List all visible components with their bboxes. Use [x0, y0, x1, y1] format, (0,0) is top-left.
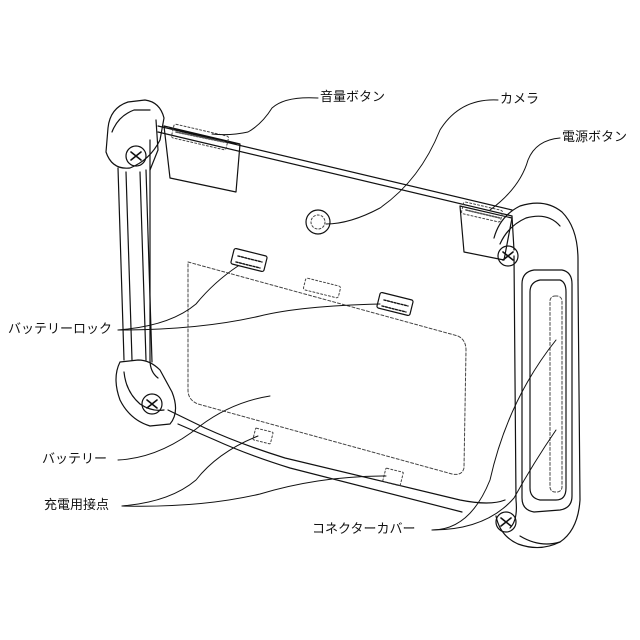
tablet-body: [150, 126, 514, 512]
label-charging-contacts: 充電用接点: [44, 498, 109, 514]
leader-battery-lock-b: [118, 304, 380, 330]
label-camera: カメラ: [500, 92, 539, 108]
leader-power: [490, 138, 560, 210]
leader-volume: [212, 98, 318, 135]
left-bumper: [106, 100, 176, 426]
charging-contact-left: [253, 428, 273, 444]
leader-charging-a: [122, 436, 258, 506]
charging-contact-right: [383, 468, 404, 486]
leader-charging-b: [122, 476, 386, 506]
label-volume-button: 音量ボタン: [320, 90, 385, 106]
battery: [188, 262, 466, 474]
camera: [306, 210, 330, 234]
screw-bottom-left: [142, 394, 162, 414]
leader-connector-b: [432, 430, 556, 530]
leader-battery-lock-a: [118, 266, 238, 330]
battery-lock-right: [377, 292, 414, 316]
screw-top-left: [126, 146, 146, 166]
screw-top-right: [498, 246, 518, 266]
leader-lines: [118, 98, 560, 530]
label-battery-lock: バッテリーロック: [8, 322, 112, 338]
battery-lock-left: [231, 248, 268, 272]
screw-bottom-right: [496, 512, 516, 532]
leader-battery: [118, 396, 270, 460]
label-power-button: 電源ボタン: [562, 130, 627, 146]
leader-camera: [326, 100, 498, 224]
label-battery: バッテリー: [42, 452, 107, 468]
leader-connector-a: [432, 340, 556, 530]
label-connector-cover: コネクターカバー: [312, 522, 415, 538]
